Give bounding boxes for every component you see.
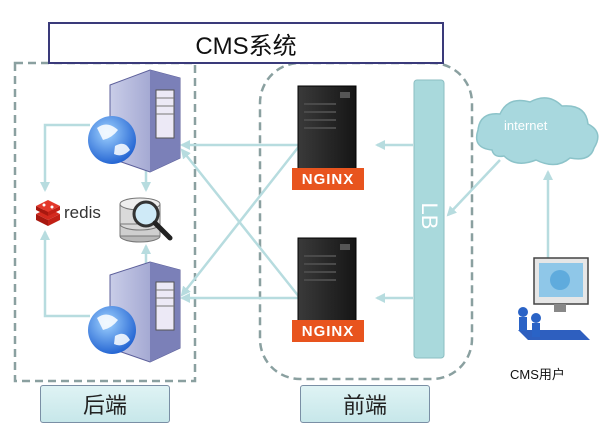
user-computer-icon (518, 257, 590, 340)
arrow-server-bottom-to-redis (40, 230, 90, 318)
internet-label: internet (504, 118, 548, 133)
load-balancer-bar (413, 79, 445, 359)
server-globe-icon (88, 69, 181, 173)
arrow-server-top-to-redis (40, 123, 90, 192)
connection-arrows (40, 123, 553, 318)
arrow-internet-to-lb (446, 159, 501, 217)
arrow-nginx-bottom-to-server-top (180, 148, 301, 299)
internet-cloud-icon (475, 97, 599, 166)
lb-label: LB (417, 202, 442, 230)
database-magnifier-icon (119, 197, 173, 243)
nginx-server-icon (292, 85, 364, 190)
server-globe-icon (88, 261, 181, 363)
nginx-label-top: NGINX (301, 170, 355, 188)
backend-boundary (13, 61, 197, 383)
frontend-label: 前端 (300, 385, 430, 423)
redis-label: redis (64, 203, 101, 222)
page-title: CMS系统 (48, 22, 444, 64)
nginx-server-icon (292, 237, 364, 342)
cms-user-label: CMS用户 (510, 367, 565, 382)
nginx-label-bottom: NGINX (301, 322, 355, 340)
backend-label: 后端 (40, 385, 170, 423)
redis-logo-icon (36, 200, 60, 226)
arrow-nginx-top-to-server-bottom (180, 144, 301, 297)
